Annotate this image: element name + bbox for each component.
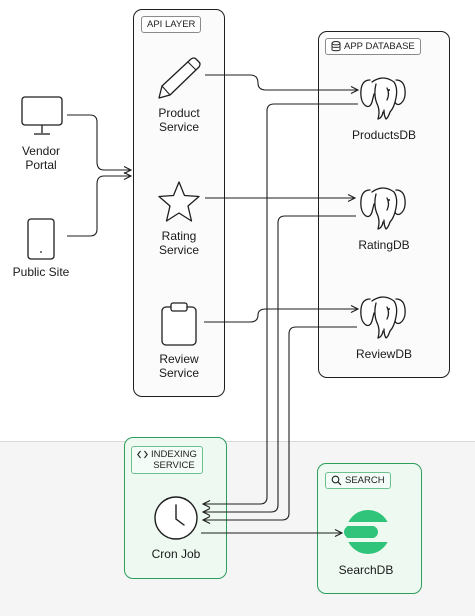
reviewdb-label: ReviewDB (355, 347, 412, 361)
productsdb-label: ProductsDB (351, 128, 417, 142)
ratingdb-label: RatingDB (358, 238, 410, 252)
pencil-icon[interactable] (155, 56, 203, 102)
clock-icon[interactable] (152, 494, 200, 542)
tablet-icon[interactable] (26, 217, 56, 261)
app-database-tag: APP DATABASE (325, 38, 421, 56)
cron-job-label: Cron Job (151, 547, 201, 561)
clipboard-icon[interactable] (160, 301, 198, 347)
connector-product-to-productsdb (205, 74, 358, 90)
indexing-service-tag: INDEXING SERVICE (131, 446, 203, 474)
monitor-icon[interactable] (19, 95, 65, 137)
connector-ratingdb-to-cron (203, 215, 356, 512)
connector-productsdb-to-cron (203, 103, 358, 504)
api-layer-tag: API LAYER (141, 16, 202, 34)
postgresql-elephant-icon[interactable] (356, 72, 410, 122)
database-icon (331, 41, 341, 52)
section-divider (0, 441, 475, 442)
connector-vendor-to-api (67, 114, 131, 170)
connector-public-to-api (67, 176, 131, 237)
postgresql-elephant-icon[interactable] (356, 182, 410, 232)
connector-review-to-reviewdb (204, 309, 358, 323)
indexing-tag-line2: SERVICE (153, 460, 195, 471)
indexing-tag-line1: INDEXING (151, 449, 197, 460)
magnifier-icon (331, 475, 342, 486)
elasticsearch-icon[interactable] (344, 508, 392, 556)
public-site-label: Public Site (12, 265, 70, 279)
star-icon[interactable] (156, 180, 202, 224)
postgresql-elephant-icon[interactable] (356, 291, 410, 341)
code-brackets-icon (137, 450, 148, 459)
searchdb-label: SearchDB (338, 563, 394, 577)
connector-reviewdb-to-cron (203, 326, 357, 520)
search-tag: SEARCH (325, 472, 391, 490)
